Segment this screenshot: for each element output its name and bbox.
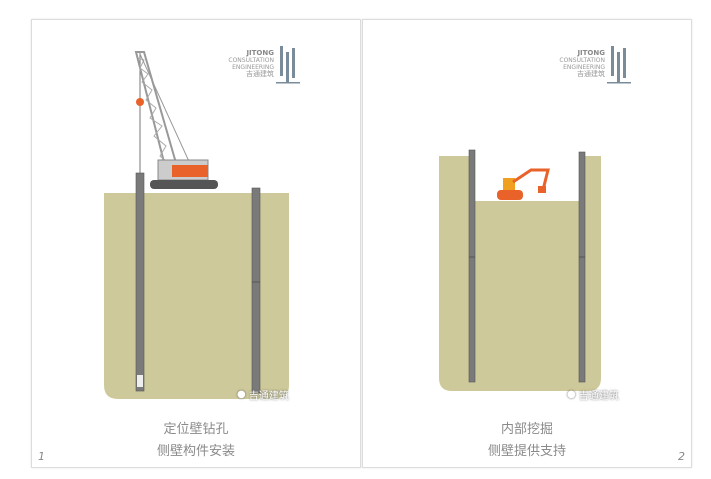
watermark: ●吉通建筑 [237,389,289,402]
crane-illustration [104,51,289,399]
page-number: 2 [678,450,685,463]
caption-line-2: 侧壁构件安装 [156,444,235,459]
wechat-icon: ● [237,389,246,400]
caption-line-2: 侧壁提供支持 [487,444,566,459]
caption-line-1: 内部挖掘 [500,422,553,437]
wechat-icon: ● [567,389,576,400]
excavation-illustration [439,149,601,391]
watermark: ●吉通建筑 [567,389,619,402]
page-number: 1 [38,450,45,463]
caption-line-1: 定位壁钻孔 [163,422,229,437]
